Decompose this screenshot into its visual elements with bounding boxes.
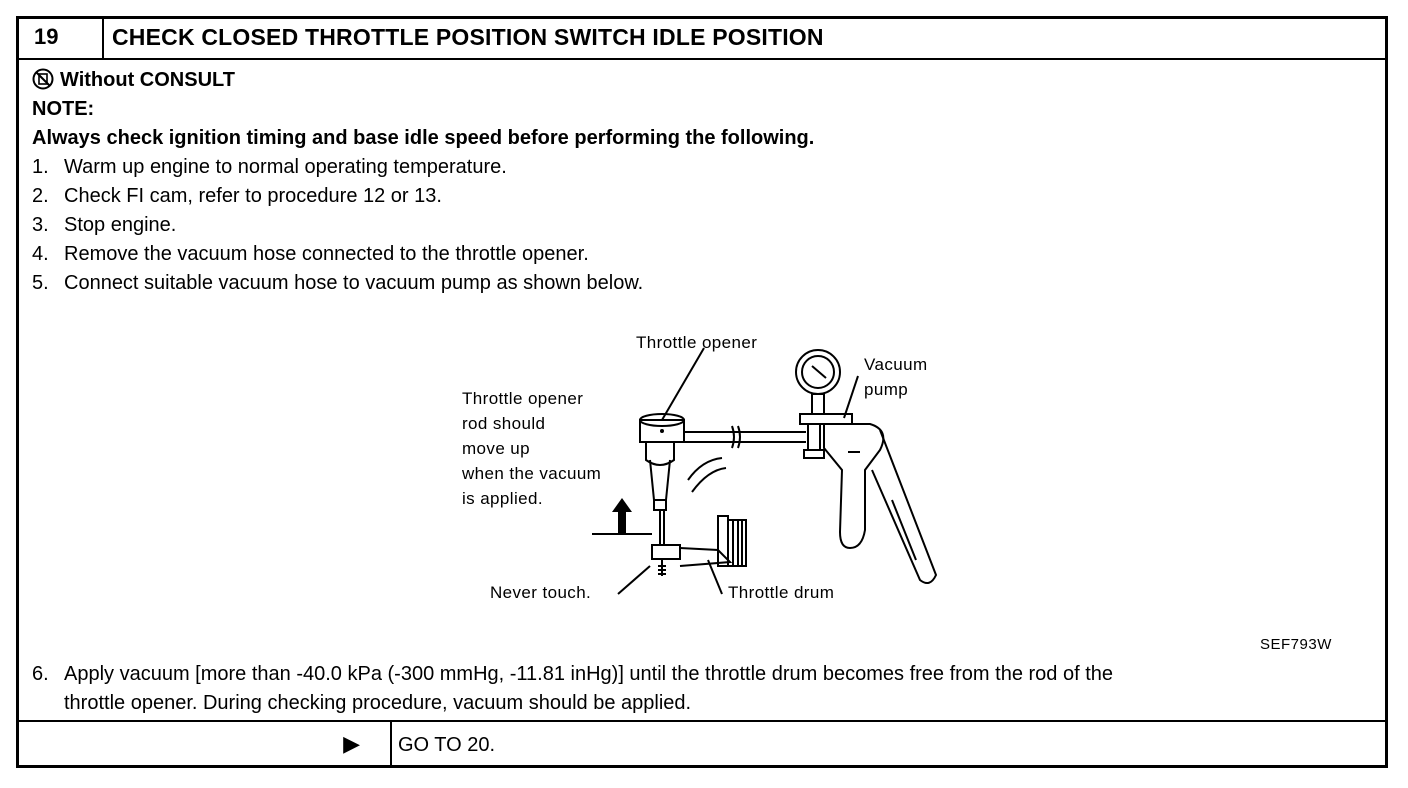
label-never-touch: Never touch. (490, 583, 592, 602)
throttle-opener-diagram: Throttle opener Vacuum pump Throttle ope… (440, 320, 980, 620)
label-throttle-opener: Throttle opener (636, 333, 758, 352)
label-throttle-drum: Throttle drum (728, 583, 835, 602)
go-to-action[interactable]: GO TO 20. (398, 734, 496, 756)
step-title: CHECK CLOSED THROTTLE POSITION SWITCH ID… (104, 16, 1388, 60)
step-item: 4.Remove the vacuum hose connected to th… (32, 243, 589, 265)
step-item: 5.Connect suitable vacuum hose to vacuum… (32, 272, 644, 294)
procedure-frame (16, 16, 1388, 768)
step-number: 19 (16, 16, 104, 60)
step-item: 3.Stop engine. (32, 214, 177, 236)
mode-line: Without CONSULT (32, 66, 1372, 95)
figure-code: SEF793W (1260, 636, 1332, 653)
label-pump: pump (864, 380, 909, 399)
procedure-body: Without CONSULT NOTE: Always check ignit… (32, 66, 1372, 298)
step-item: 1.Warm up engine to normal operating tem… (32, 156, 507, 178)
label-vacuum: Vacuum (864, 355, 928, 374)
no-consult-icon (32, 68, 54, 90)
mode-label: Without CONSULT (60, 69, 235, 91)
step-item: 2.Check FI cam, refer to procedure 12 or… (32, 185, 442, 207)
note-text: Always check ignition timing and base id… (32, 127, 815, 149)
next-step-row: ▶ GO TO 20. (16, 720, 1388, 768)
note-label: NOTE: (32, 98, 95, 120)
go-arrow-icon: ▶ (16, 722, 392, 768)
step-item: 6.Apply vacuum [more than -40.0 kPa (-30… (32, 663, 1114, 714)
label-rod: Throttle opener rod should move up when … (462, 389, 602, 508)
diagram-drawing (592, 347, 938, 595)
